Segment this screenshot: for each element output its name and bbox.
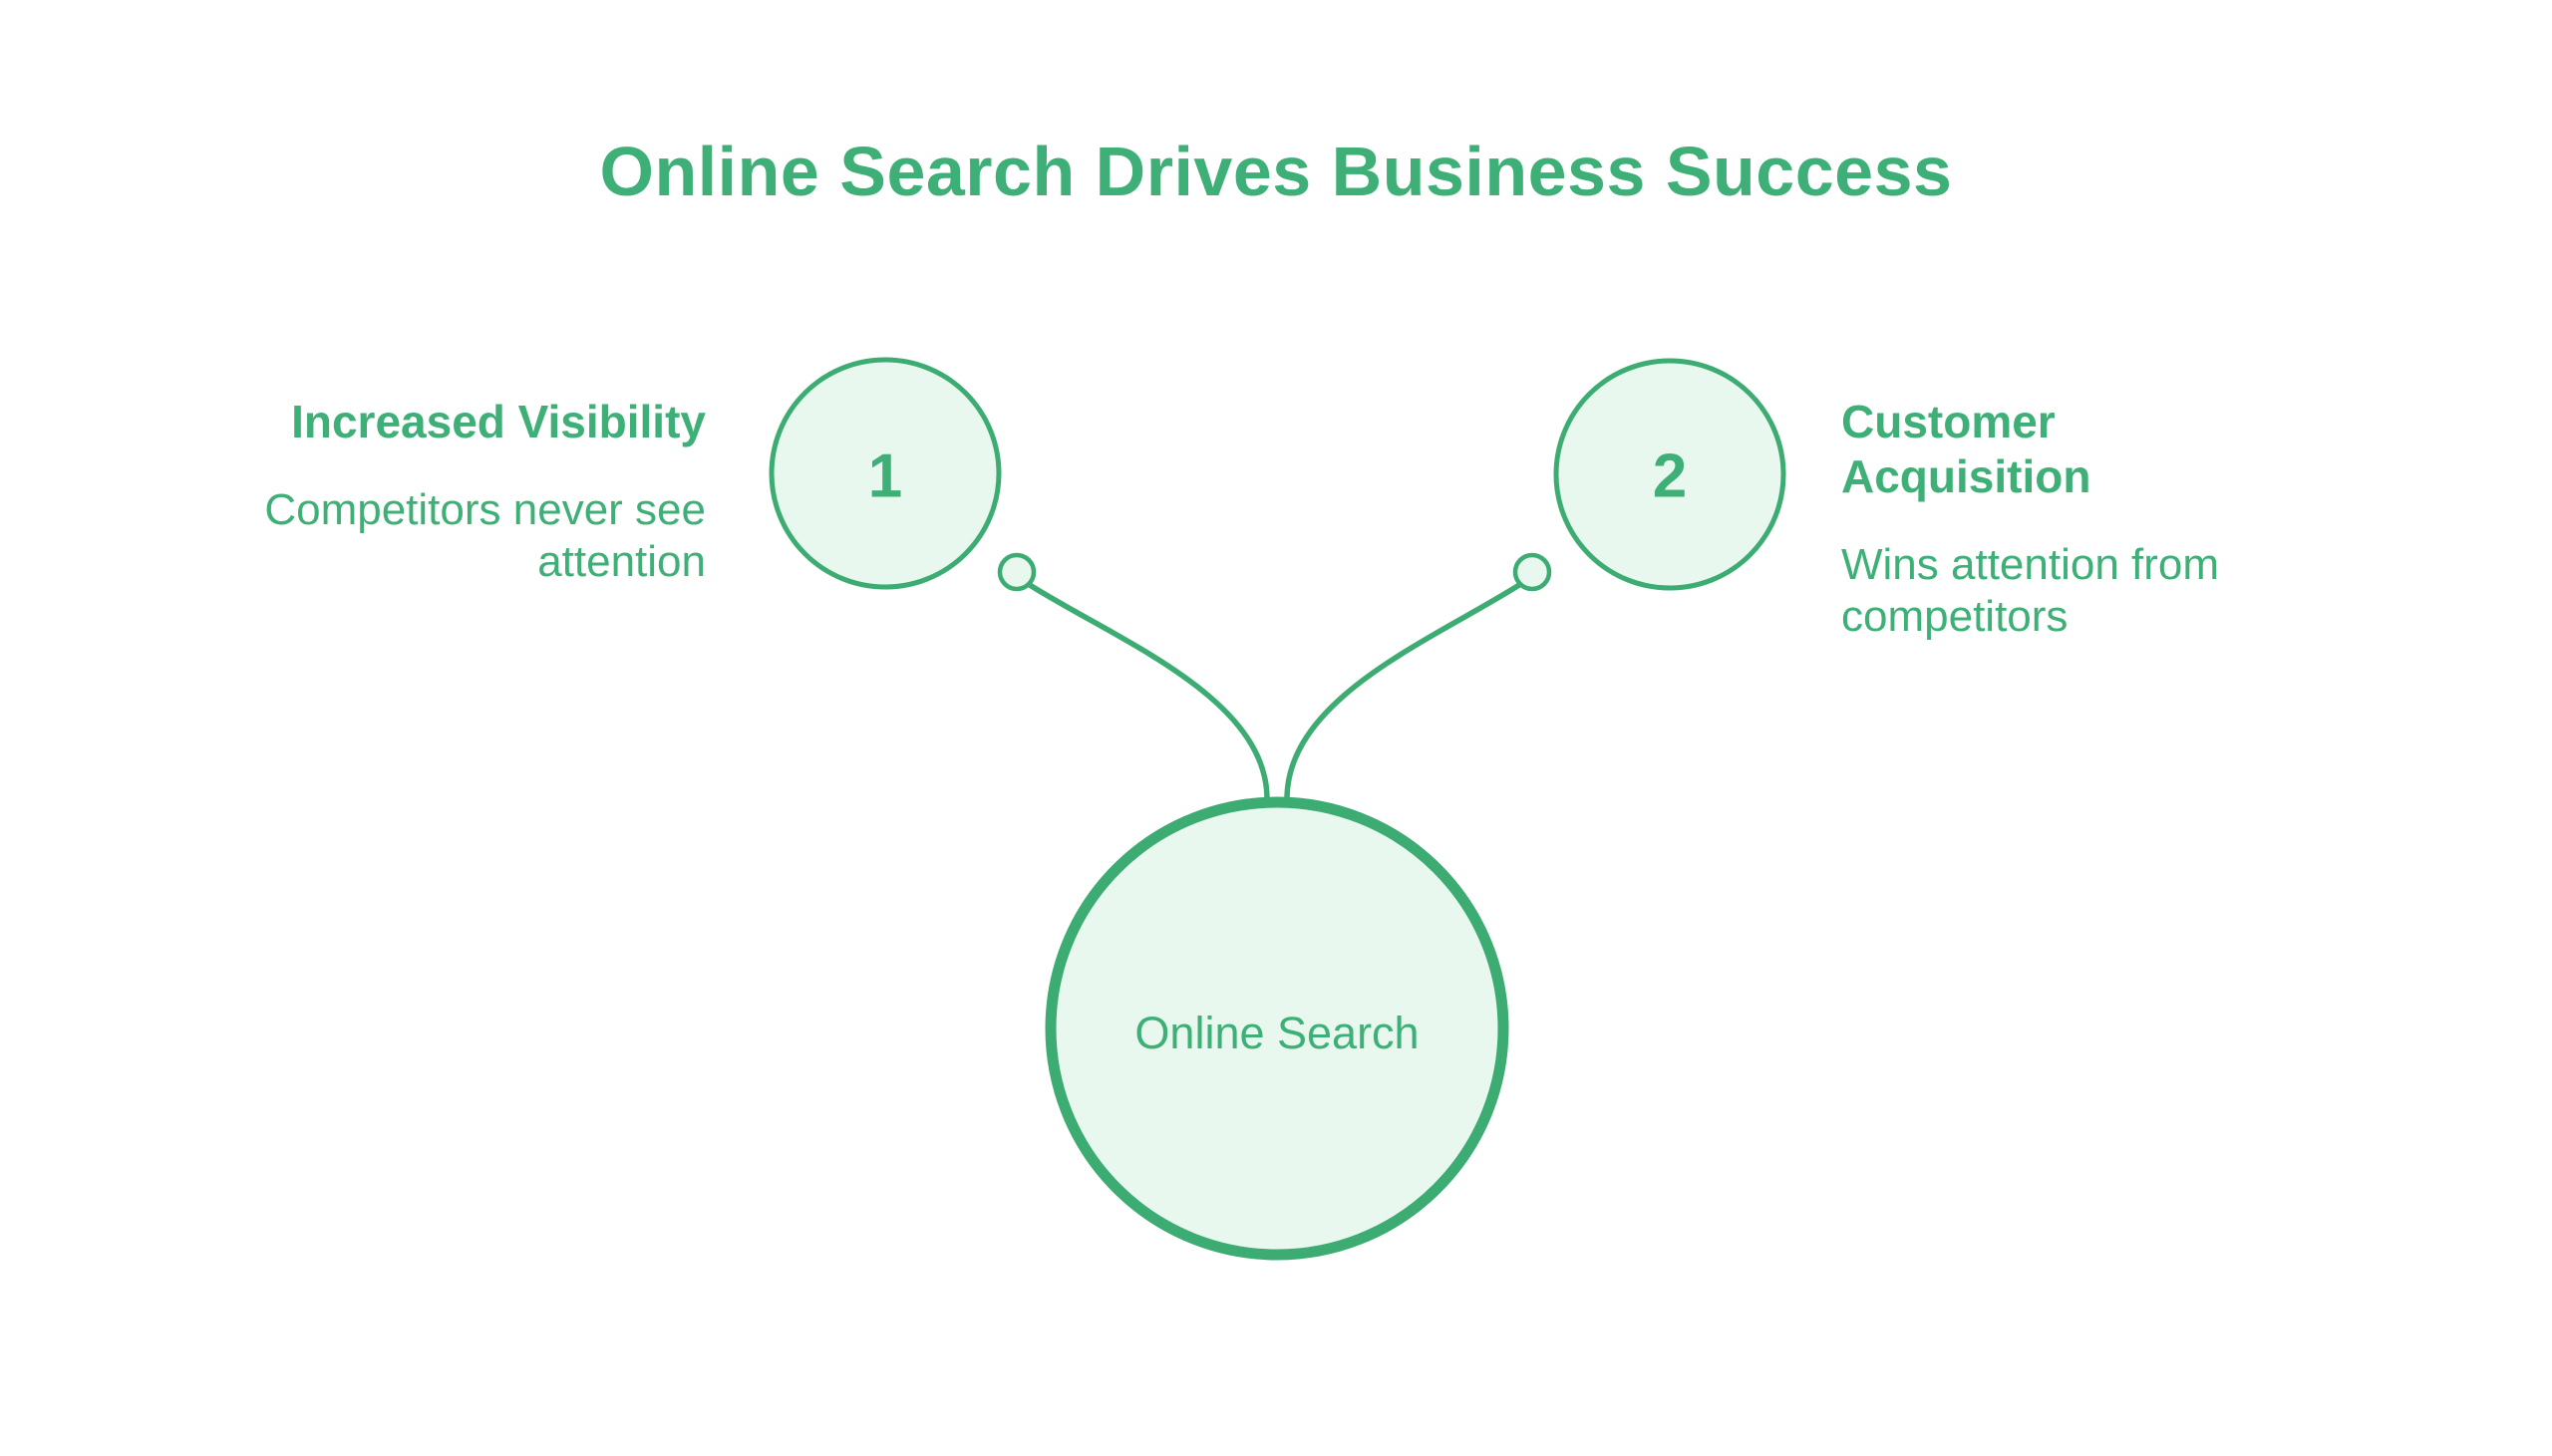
step-1-circle (769, 357, 1002, 590)
connector-curve-right (1284, 582, 1522, 802)
step-2-description: Wins attention from competitors (1841, 540, 2220, 641)
step-2-heading: Customer Acquisition (1841, 396, 2091, 502)
connector-curve-left (1027, 582, 1270, 802)
step-2-text-block: Customer Acquisition Wins attention from… (1841, 395, 2310, 643)
page-title: Online Search Drives Business Success (599, 133, 1953, 210)
hub-label: Online Search (1134, 1008, 1420, 1058)
step-1-heading: Increased Visibility (291, 396, 706, 447)
step-1-description: Competitors never see attention (264, 485, 706, 586)
step-2-number: 2 (1652, 441, 1688, 511)
connector-node-right (1512, 552, 1552, 592)
connector-node-left (997, 552, 1037, 592)
step-1-number: 1 (867, 441, 903, 511)
step-1-text-block: Increased Visibility Competitors never s… (217, 395, 706, 588)
step-2-circle (1553, 358, 1786, 591)
hub-circle (1045, 796, 1509, 1261)
